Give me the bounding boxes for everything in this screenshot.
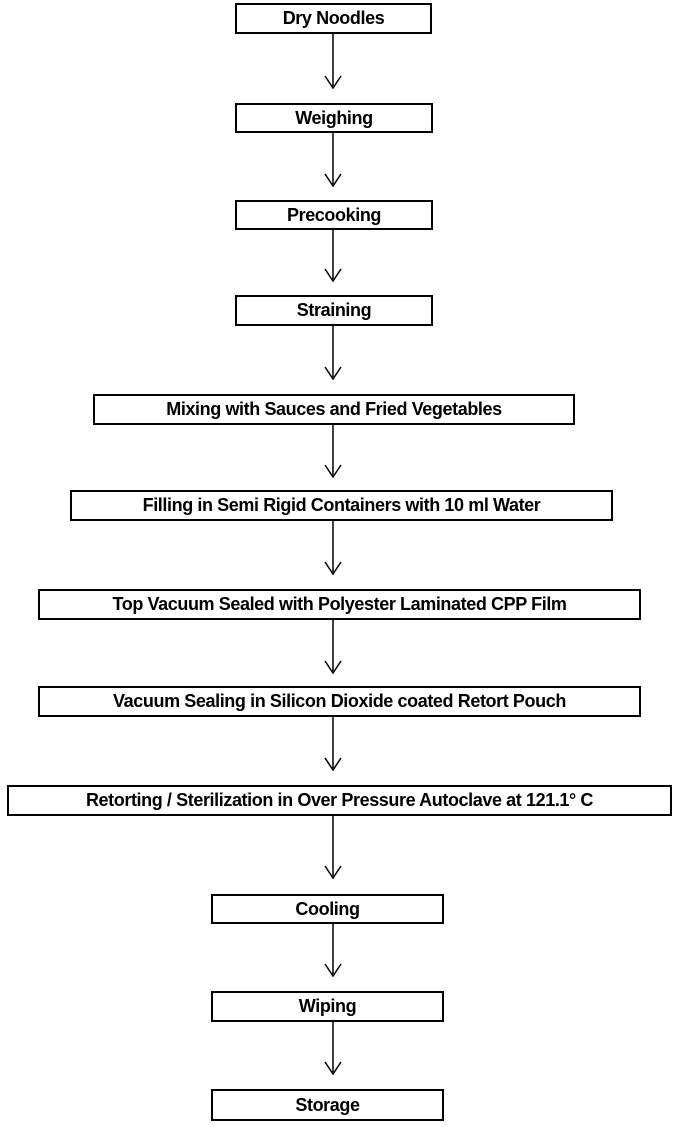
arrow-8 [324, 717, 342, 772]
step-mixing: Mixing with Sauces and Fried Vegetables [93, 394, 575, 425]
arrow-10 [324, 924, 342, 978]
step-weighing: Weighing [235, 103, 433, 133]
arrow-11 [324, 1022, 342, 1076]
step-top-vacuum-sealed: Top Vacuum Sealed with Polyester Laminat… [38, 589, 641, 620]
arrow-6 [324, 521, 342, 576]
step-precooking: Precooking [235, 200, 433, 230]
step-storage: Storage [211, 1089, 444, 1121]
arrow-7 [324, 620, 342, 675]
step-dry-noodles: Dry Noodles [235, 3, 432, 34]
step-cooling: Cooling [211, 894, 444, 924]
arrow-4 [324, 326, 342, 381]
step-wiping: Wiping [211, 991, 444, 1022]
arrow-2 [324, 133, 342, 188]
arrow-3 [324, 230, 342, 283]
arrow-9 [324, 816, 342, 880]
step-filling: Filling in Semi Rigid Containers with 10… [70, 490, 613, 521]
step-retorting-sterilization: Retorting / Sterilization in Over Pressu… [7, 785, 672, 816]
step-straining: Straining [235, 295, 433, 326]
arrow-5 [324, 425, 342, 479]
arrow-1 [324, 34, 342, 90]
step-vacuum-sealing-retort-pouch: Vacuum Sealing in Silicon Dioxide coated… [38, 686, 641, 717]
